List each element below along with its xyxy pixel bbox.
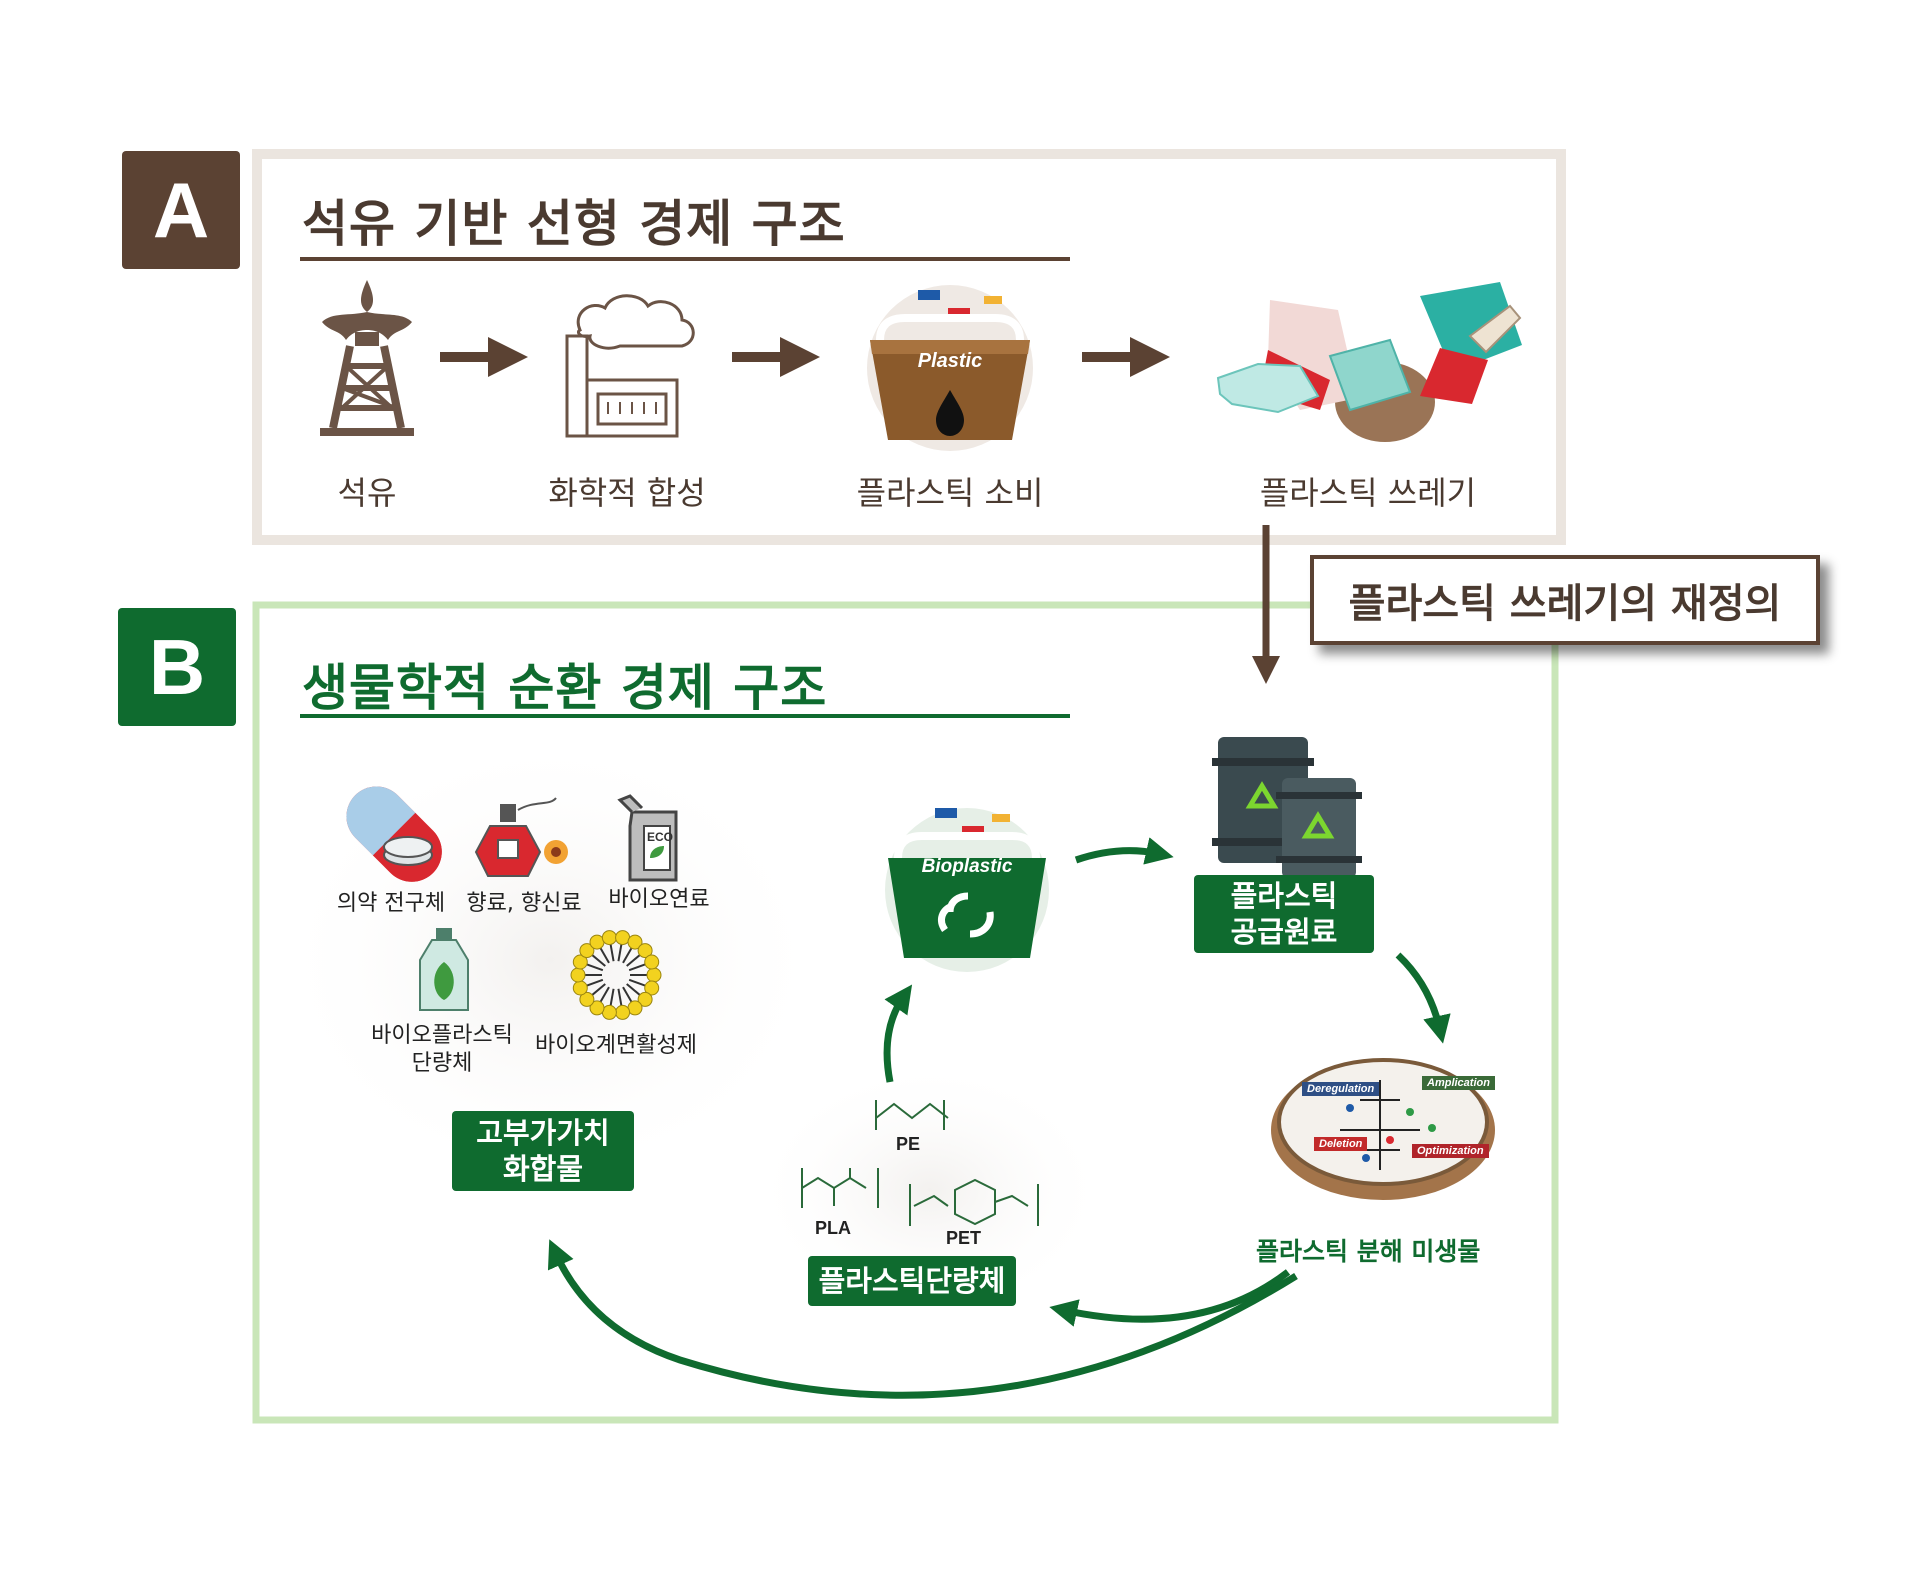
micelle-tail: [590, 953, 606, 967]
plastic-feedstock-badge: 플라스틱 공급원료: [1194, 875, 1374, 953]
micelle-head: [637, 943, 653, 959]
micelle-head: [589, 934, 605, 950]
arrow-microbe-to-compounds: [547, 1239, 1298, 1399]
panel-b-title: 생물학적 순환 경제 구조: [302, 659, 828, 717]
polymers-glow: [750, 1060, 1110, 1320]
micelle-head: [627, 1000, 643, 1016]
step-label-plastic-waste: 플라스틱 쓰레기: [1259, 474, 1477, 512]
basket-text: Plastic: [917, 350, 983, 372]
micelle-tail: [609, 943, 615, 962]
compound-label-pharma: 의약 전구체: [336, 891, 446, 916]
oil-rig-icon: [320, 280, 414, 436]
polymer-label-pla: PLA: [815, 1218, 851, 1238]
micelle-head: [589, 1000, 605, 1016]
perfume-icon: [474, 797, 568, 877]
polymer-label-pet: PET: [946, 1228, 982, 1248]
tag-deregulation: Deregulation: [1302, 1082, 1380, 1096]
micelle-head: [637, 991, 653, 1007]
compound-label-bioplastic-monomer: 바이오플라스틱 단량체: [371, 1023, 513, 1076]
panel-b-frame: [252, 601, 1559, 1424]
arrow-feedstock-to-microbe: [1395, 952, 1451, 1044]
pet-structure: [909, 1178, 1039, 1226]
panel-a-title: 석유 기반 선형 경제 구조: [302, 195, 846, 253]
panel-a-frame: [252, 149, 1566, 545]
factory-icon: [565, 294, 695, 438]
redefinition-label: 플라스틱 쓰레기의 재정의: [1310, 555, 1820, 645]
bioplastic-text: Bioplastic: [921, 856, 1013, 877]
compound-label-flavor: 향료, 향신료: [466, 891, 582, 916]
micelle-head: [601, 1004, 617, 1020]
micelle-head: [615, 1004, 631, 1020]
compound-label-biofuel: 바이오연료: [608, 887, 710, 912]
micelle-tail: [628, 978, 647, 987]
plastic-basket-icon: [867, 285, 1033, 451]
panel-a-letter: A: [122, 151, 240, 269]
microbe-label: 플라스틱 분해 미생물: [1256, 1237, 1481, 1266]
micelle-head: [579, 991, 595, 1007]
micelle-tail: [617, 988, 623, 1007]
micelle-head: [646, 967, 662, 983]
arrow-monomer-to-bioplastic: [883, 984, 913, 1083]
micelle-head: [615, 930, 631, 946]
micelle-tail: [590, 983, 606, 997]
eco-text: ECO: [646, 830, 673, 844]
tag-deletion: Deletion: [1314, 1137, 1368, 1151]
polymer-label-pe: PE: [896, 1134, 921, 1154]
micelle-tail: [626, 953, 642, 967]
arrow-bioplastic-to-feedstock: [1074, 837, 1174, 865]
pill-icon: [346, 786, 442, 882]
tag-optimization: Optimization: [1412, 1144, 1489, 1158]
plastic-monomer-badge: 플라스틱단량체: [808, 1256, 1016, 1306]
arrow-microbe-to-monomer: [1049, 1269, 1291, 1327]
plastic-waste-illustration: [1216, 282, 1522, 442]
micelle-tail: [622, 986, 633, 1004]
panel-b-letter: B: [118, 608, 236, 726]
micelle-head: [570, 967, 586, 983]
micelle-head: [572, 954, 588, 970]
micelle-head: [627, 934, 643, 950]
micelle-head: [572, 980, 588, 996]
bioplastic-basket-icon: [885, 808, 1049, 972]
micelle-tail: [609, 988, 615, 1007]
micelle-icon: [570, 930, 662, 1020]
micelle-head: [579, 943, 595, 959]
micelle-tail: [628, 963, 647, 972]
step-label-chemical-synthesis: 화학적 합성: [548, 474, 706, 512]
pe-structure: [875, 1100, 949, 1130]
fuel-can-icon: [617, 794, 678, 882]
high-value-compounds-badge: 고부가가치 화합물: [452, 1111, 634, 1191]
micelle-head: [644, 954, 660, 970]
micelle-tail: [626, 983, 642, 997]
bio-bottle-icon: [419, 928, 469, 1011]
micelle-tail: [617, 943, 623, 962]
step-label-oil: 석유: [337, 474, 397, 512]
micelle-head: [601, 930, 617, 946]
micelle-tail: [622, 946, 633, 964]
micelle-tail: [585, 978, 604, 987]
barrels-icon: [1212, 737, 1362, 878]
compound-label-biosurfactant: 바이오계면활성제: [535, 1033, 697, 1058]
pla-structure: [801, 1168, 879, 1208]
micelle-tail: [599, 986, 610, 1004]
step-label-plastic-consumption: 플라스틱 소비: [856, 474, 1044, 512]
micelle-head: [644, 980, 660, 996]
tag-amplication: Amplication: [1422, 1076, 1495, 1090]
micelle-tail: [599, 946, 610, 964]
micelle-tail: [585, 963, 604, 972]
